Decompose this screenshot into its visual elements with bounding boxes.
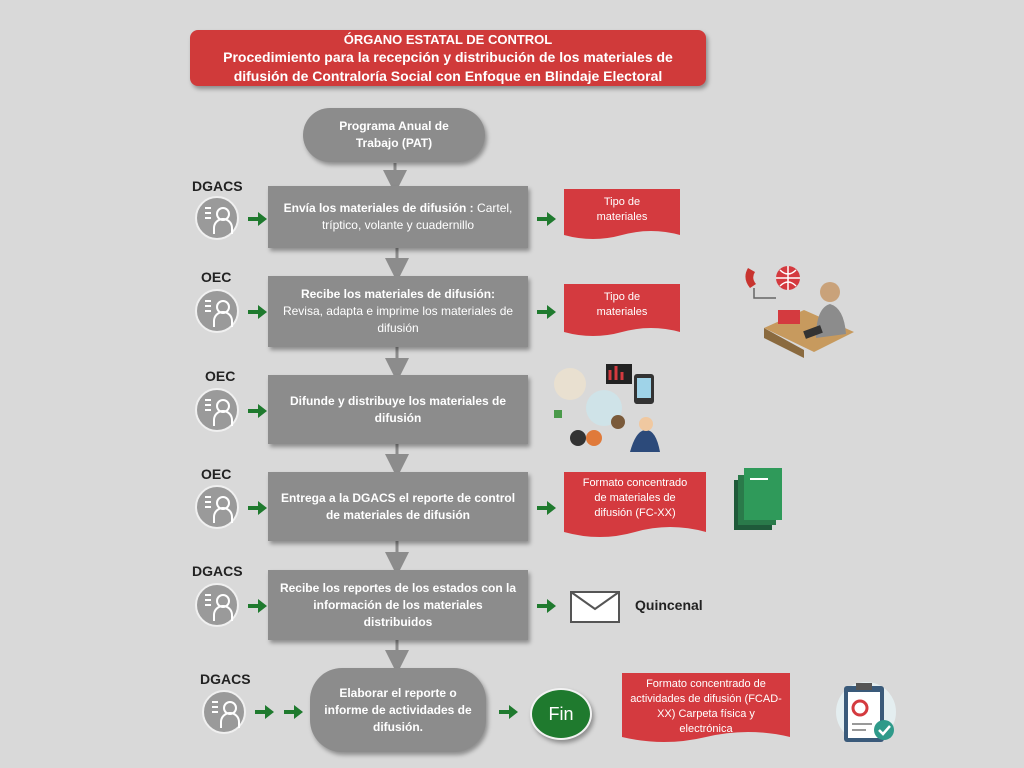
user-group-icon <box>195 583 239 627</box>
step-box: Recibe los reportes de los estados con l… <box>268 570 528 640</box>
role-label: OEC <box>201 269 232 285</box>
green-arrow <box>537 501 556 515</box>
user-group-icon <box>195 485 239 529</box>
title-box: ÓRGANO ESTATAL DE CONTROL Procedimiento … <box>190 30 706 86</box>
role-label: DGACS <box>192 178 243 194</box>
document-icon: Tipo de materiales <box>564 189 680 243</box>
step-bold-text: Entrega a la DGACS el reporte de control… <box>280 490 516 522</box>
user-group-icon <box>195 388 239 432</box>
role-label: DGACS <box>200 671 251 687</box>
green-arrow <box>248 212 267 226</box>
social-media-people-icon <box>548 360 672 457</box>
step-box: Recibe los materiales de difusión: Revis… <box>268 276 528 347</box>
step-box: Entrega a la DGACS el reporte de control… <box>268 472 528 541</box>
green-arrow <box>537 212 556 226</box>
quincenal-label: Quincenal <box>635 597 703 613</box>
step-bold-text: Envía los materiales de difusión : <box>283 201 474 215</box>
document-icon: Tipo de materiales <box>564 284 680 340</box>
doc-label: Tipo de materiales <box>596 291 648 318</box>
doc-label: Formato concentrado de actividades de di… <box>630 678 782 735</box>
step-text: Envía los materiales de difusión : Carte… <box>278 200 518 234</box>
title-line-3: difusión de Contraloría Social con Enfoq… <box>233 68 663 84</box>
doc-label: Formato concentrado de materiales de dif… <box>582 477 688 519</box>
start-line-1: Programa Anual de <box>339 119 449 133</box>
step-box: Envía los materiales de difusión : Carte… <box>268 186 528 248</box>
green-arrow <box>248 599 267 613</box>
step-box-final: Elaborar el reporte o informe de activid… <box>310 668 486 752</box>
envelope-icon <box>570 591 620 628</box>
step-box: Difunde y distribuye los materiales de d… <box>268 375 528 444</box>
user-group-icon <box>195 289 239 333</box>
title-line-2: Procedimiento para la recepción y distri… <box>223 49 673 65</box>
title-line-1: ÓRGANO ESTATAL DE CONTROL <box>343 32 553 47</box>
user-group-icon <box>195 196 239 240</box>
green-arrow <box>248 404 267 418</box>
role-label: OEC <box>201 466 232 482</box>
step-bold-text: Recibe los reportes de los estados con l… <box>279 580 517 629</box>
clipboard-chart-icon <box>830 680 902 751</box>
green-arrow <box>284 705 303 719</box>
start-pill: Programa Anual de Trabajo (PAT) <box>303 108 485 162</box>
green-arrow <box>248 501 267 515</box>
document-icon: Formato concentrado de actividades de di… <box>622 673 790 745</box>
role-label: DGACS <box>192 563 243 579</box>
binder-stack-icon <box>732 466 784 537</box>
telephone-globe-worker-icon <box>744 258 860 375</box>
user-group-icon <box>202 690 246 734</box>
role-label: OEC <box>205 368 236 384</box>
step-bold-text: Difunde y distribuye los materiales de d… <box>289 393 507 425</box>
step-normal-text: Cartel, tríptico, volante y cuadernillo <box>321 201 513 232</box>
end-node: Fin <box>530 688 592 740</box>
green-arrow <box>255 705 274 719</box>
step-bold-text: Recibe los materiales de difusión: <box>300 287 496 301</box>
step-normal-text: Revisa, adapta e imprime los materiales … <box>282 304 514 335</box>
document-icon: Formato concentrado de materiales de dif… <box>564 472 706 540</box>
start-line-2: Trabajo (PAT) <box>355 136 433 150</box>
step-bold-text: Elaborar el reporte o informe de activid… <box>324 685 472 734</box>
green-arrow <box>537 305 556 319</box>
green-arrow <box>537 599 556 613</box>
green-arrow <box>499 705 518 719</box>
green-arrow <box>248 305 267 319</box>
doc-label: Tipo de materiales <box>596 196 648 223</box>
